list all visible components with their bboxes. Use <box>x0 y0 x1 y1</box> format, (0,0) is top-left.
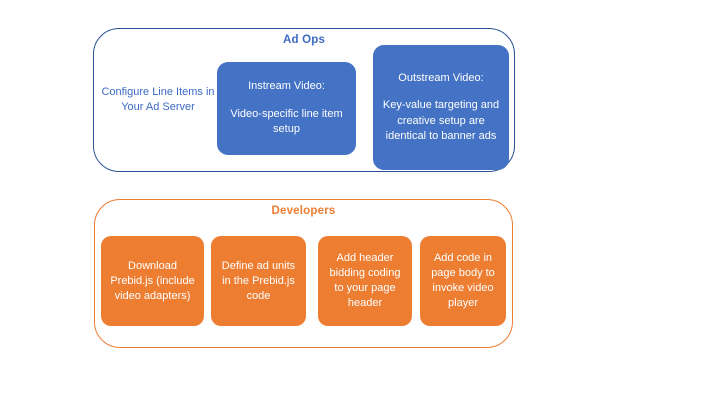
ad-ops-chip-instream-video-heading: Instream Video: <box>248 80 325 93</box>
ad-ops-item-configure-line-items: Configure Line Items in Your Ad Server <box>99 68 217 132</box>
developers-chip-define-ad-units: Define ad units in the Prebid.js code <box>211 236 306 326</box>
developers-chip-add-body-code-label: Add code in page body to invoke video pl… <box>431 252 495 309</box>
developers-chip-add-header-bidding-code-label: Add header bidding coding to your page h… <box>329 252 401 309</box>
ad-ops-item-configure-line-items-label: Configure Line Items in Your Ad Server <box>101 86 215 113</box>
developers-chip-download-prebid: Download Prebid.js (include video adapte… <box>101 236 204 326</box>
group-title-ad-ops: Ad Ops <box>282 34 326 46</box>
developers-chip-define-ad-units-label: Define ad units in the Prebid.js code <box>221 259 296 302</box>
developers-chip-add-header-bidding-code: Add header bidding coding to your page h… <box>318 236 412 326</box>
ad-ops-chip-outstream-video: Outstream Video: Key-value targeting and… <box>373 45 509 170</box>
group-title-developers: Developers <box>271 205 336 217</box>
ad-ops-chip-instream-video: Instream Video: Video-specific line item… <box>217 62 356 155</box>
ad-ops-chip-outstream-video-body: Key-value targeting and creative setup a… <box>382 99 500 142</box>
ad-ops-chip-instream-video-body: Video-specific line item setup <box>230 107 343 136</box>
ad-ops-chip-outstream-video-heading: Outstream Video: <box>398 71 484 84</box>
developers-chip-add-body-code: Add code in page body to invoke video pl… <box>420 236 506 326</box>
developers-chip-download-prebid-label: Download Prebid.js (include video adapte… <box>110 259 195 302</box>
